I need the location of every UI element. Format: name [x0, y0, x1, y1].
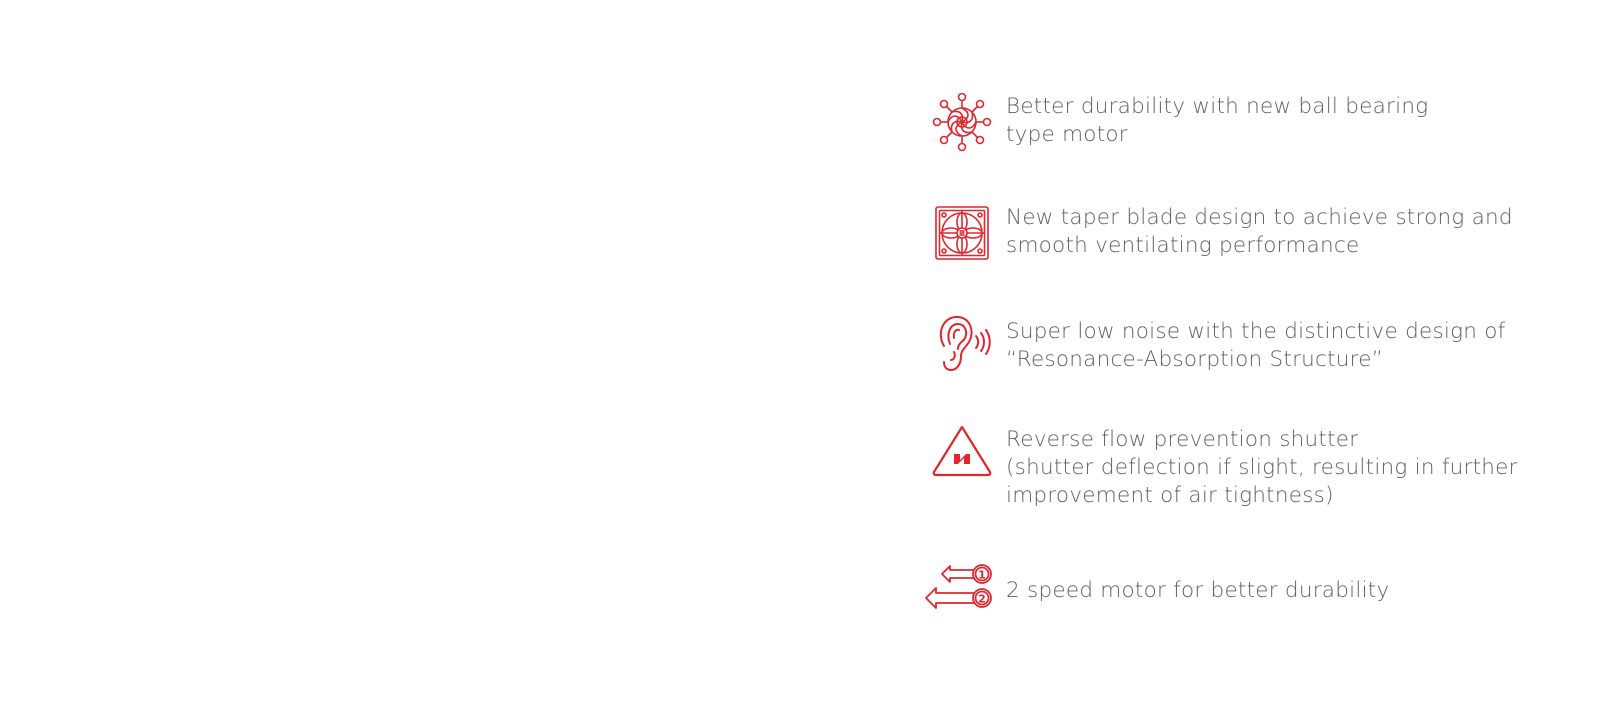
speed-label-2: 2 — [978, 593, 986, 606]
feature-text-line: New taper blade design to achieve strong… — [1006, 205, 1513, 230]
two-speed-arrows-icon: 1 2 — [924, 560, 998, 624]
feature-text-line: “Resonance-Absorption Structure” — [1006, 347, 1384, 372]
shutter-warning-icon — [930, 420, 994, 484]
speed-label-1: 1 — [978, 569, 986, 582]
feature-text: New taper blade design to achieve strong… — [1006, 204, 1596, 260]
feature-text-line: (shutter deflection if slight, resulting… — [1006, 455, 1518, 480]
feature-text-line: Super low noise with the distinctive des… — [1006, 319, 1506, 344]
feature-text: Better durability with new ball bearing … — [1006, 93, 1596, 149]
ear-low-noise-icon — [930, 312, 994, 376]
feature-text-line: 2 speed motor for better durability — [1006, 578, 1390, 603]
fan-blade-icon — [930, 201, 994, 265]
feature-text: Reverse flow prevention shutter (shutter… — [1006, 426, 1596, 510]
feature-text: 2 speed motor for better durability — [1006, 577, 1596, 605]
ball-bearing-motor-icon — [930, 90, 994, 154]
feature-text: Super low noise with the distinctive des… — [1006, 318, 1596, 374]
feature-text-line: type motor — [1006, 122, 1128, 147]
feature-text-line: Reverse flow prevention shutter — [1006, 427, 1359, 452]
feature-text-line: improvement of air tightness) — [1006, 483, 1334, 508]
feature-text-line: smooth ventilating performance — [1006, 233, 1360, 258]
feature-text-line: Better durability with new ball bearing — [1006, 94, 1429, 119]
